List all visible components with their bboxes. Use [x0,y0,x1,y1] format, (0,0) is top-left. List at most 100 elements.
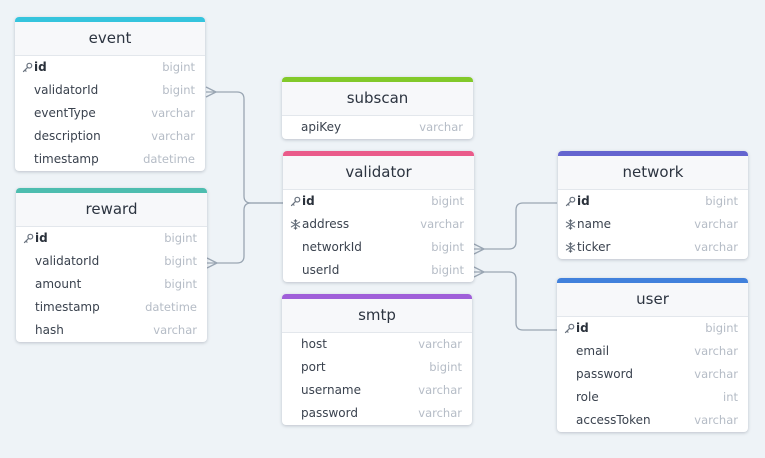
snowflake-icon [564,213,576,236]
connector-validator-network [474,202,557,250]
field-name: ticker [577,240,611,254]
field-type: varchar [418,406,462,420]
field-name: port [301,360,326,374]
field-name: validatorId [35,254,100,268]
field-name: userId [302,263,340,277]
field-type: varchar [153,323,197,337]
crowfoot-validator-network [473,243,485,255]
field-icon-slot [563,409,575,432]
field-icon-slot [563,386,575,409]
field-type: bigint [705,321,738,335]
field-name: timestamp [35,300,100,314]
field-icon-slot [288,379,300,402]
field-name: timestamp [34,152,99,166]
field-row-address[interactable]: address varchar [283,213,474,236]
table-header-accent [557,278,748,283]
field-row-host[interactable]: host varchar [282,333,472,356]
field-type: bigint [431,240,464,254]
field-row-validatorId[interactable]: validatorId bigint [15,79,205,102]
field-name: id [35,231,48,245]
table-title[interactable]: network [558,156,748,190]
key-icon [563,317,575,340]
field-name: host [301,337,327,351]
field-row-apiKey[interactable]: apiKey varchar [282,116,473,139]
field-type: varchar [420,217,464,231]
field-icon-slot [21,102,33,125]
field-row-hash[interactable]: hash varchar [16,319,207,342]
connector-event-validator [206,91,283,204]
table-header-accent [282,77,473,82]
field-icon-slot [288,333,300,356]
field-icon-slot [21,79,33,102]
field-name: username [301,383,361,397]
field-type: bigint [162,60,195,74]
field-row-ticker[interactable]: ticker varchar [558,236,748,259]
field-row-validatorId[interactable]: validatorId bigint [16,250,207,273]
field-row-eventType[interactable]: eventType varchar [15,102,205,125]
field-type: bigint [164,254,197,268]
crowfoot-event [205,86,217,98]
table-title[interactable]: event [15,22,205,56]
field-name: hash [35,323,64,337]
field-type: varchar [418,337,462,351]
field-icon-slot [288,356,300,379]
field-type: varchar [151,106,195,120]
snowflake-icon [289,213,301,236]
field-name: name [577,217,612,231]
field-icon-slot [21,125,33,148]
table-subscan[interactable]: subscan apiKey varchar [282,77,473,139]
key-icon [22,227,34,250]
table-title[interactable]: user [557,283,748,317]
field-name: role [576,390,599,404]
field-name: networkId [302,240,362,254]
field-name: id [576,321,589,335]
field-name: eventType [34,106,96,120]
connector-reward-validator [207,202,283,264]
field-type: varchar [419,120,463,134]
field-row-networkId[interactable]: networkId bigint [283,236,474,259]
crowfoot-validator-user [473,266,485,278]
connector-validator-user [474,271,557,331]
field-name: accessToken [576,413,651,427]
field-name: email [576,344,610,358]
field-name: amount [35,277,82,291]
field-icon-slot [22,319,34,342]
table-title[interactable]: subscan [282,82,473,116]
table-title[interactable]: smtp [282,299,472,333]
field-name: id [302,194,315,208]
field-name: validatorId [34,83,99,97]
field-name: apiKey [301,120,342,134]
table-title[interactable]: validator [283,156,474,190]
table-title[interactable]: reward [16,193,207,227]
field-icon-slot [563,363,575,386]
field-name: password [576,367,633,381]
field-icon-slot [289,259,301,282]
field-row-id[interactable]: id bigint [557,317,748,340]
field-type: bigint [162,83,195,97]
field-type: varchar [694,240,738,254]
field-name: address [302,217,350,231]
